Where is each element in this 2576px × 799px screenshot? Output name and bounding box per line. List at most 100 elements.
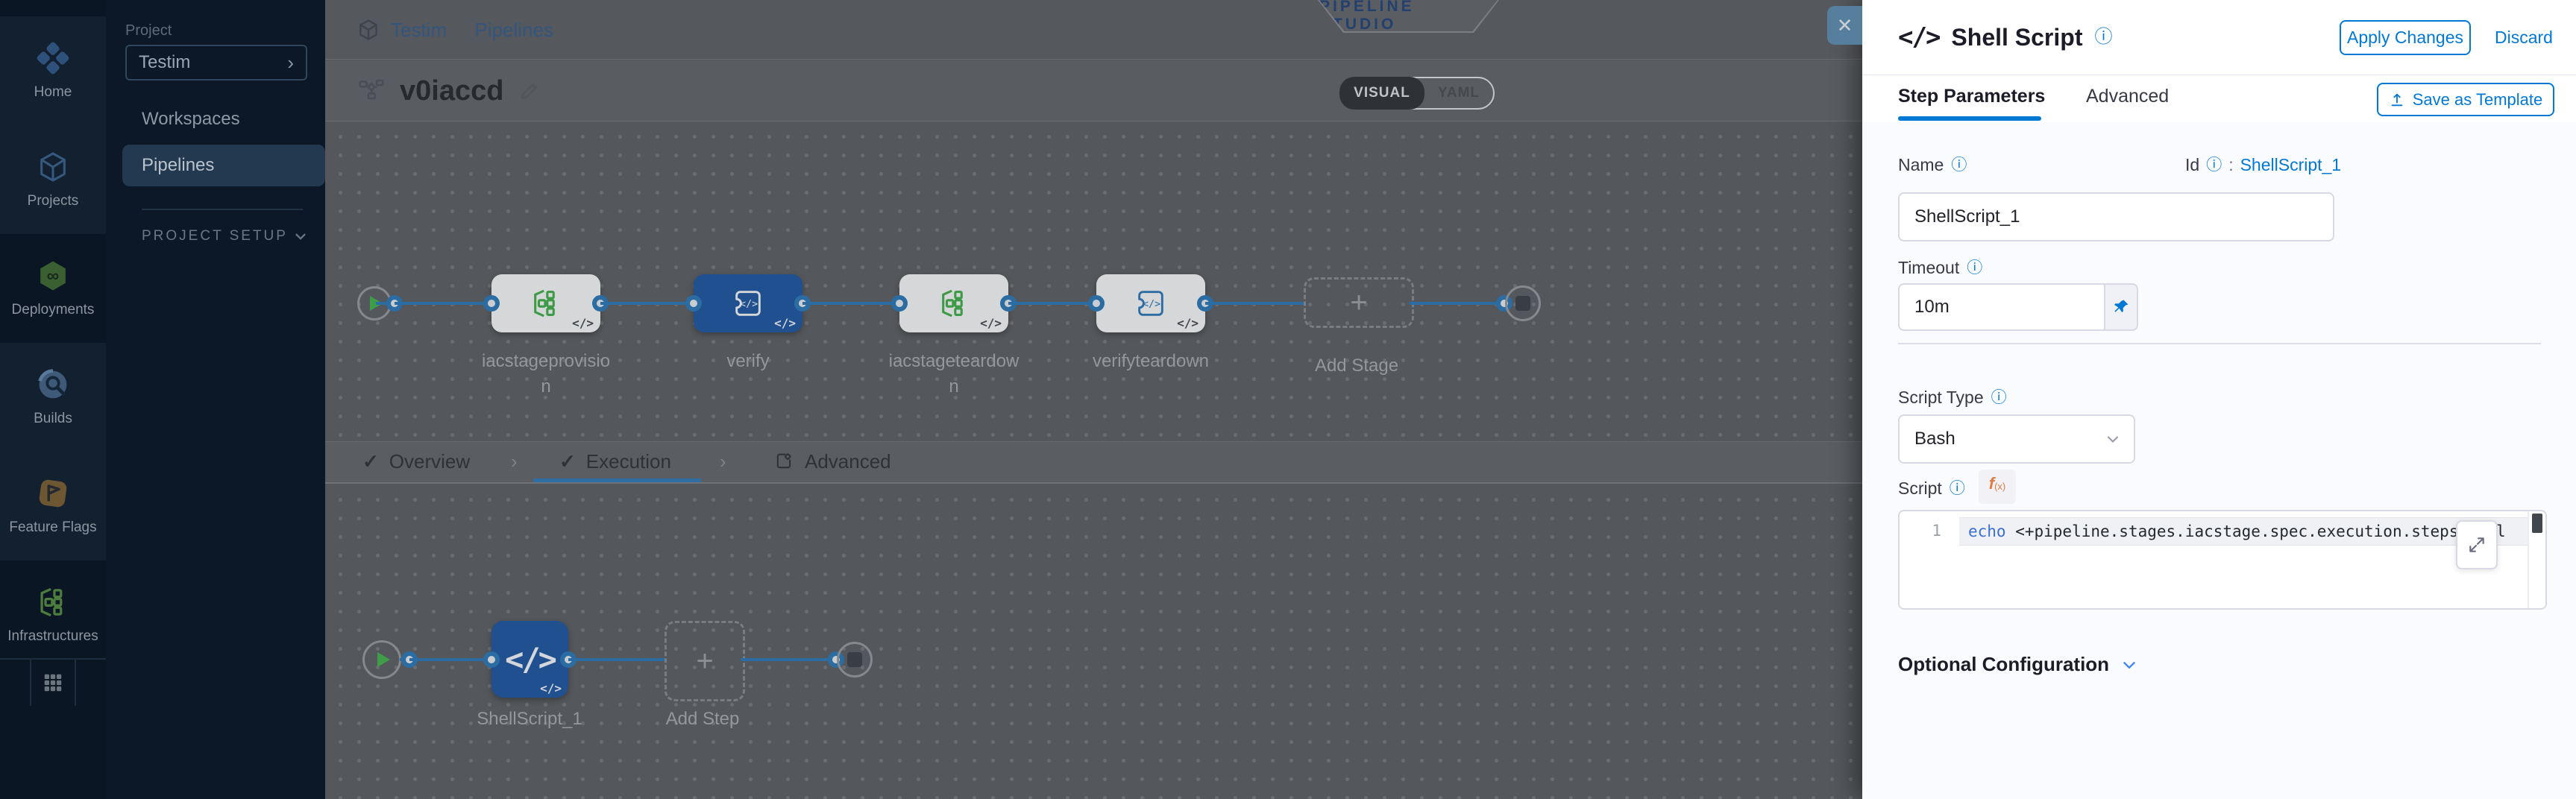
expand-editor-button[interactable] (2456, 520, 2498, 569)
tab-execution[interactable]: ✓ Execution (559, 449, 671, 473)
stage-card-iacstageteardown[interactable]: </> (899, 274, 1008, 332)
infrastructure-stage-icon (534, 289, 555, 318)
active-tab-underline (533, 479, 701, 482)
sidebar-item-pipelines[interactable]: Pipelines (122, 145, 325, 186)
apps-grid-icon[interactable] (42, 672, 64, 694)
info-icon: ⓘ (1949, 480, 1965, 497)
stage-card-verifyteardown[interactable]: </> </> (1096, 274, 1205, 332)
sidebar-item-deployments[interactable]: ∞ Deployments (0, 234, 106, 343)
upload-icon (2391, 93, 2403, 106)
sidebar-item-infrastructures[interactable]: Infrastructures (0, 560, 106, 669)
builds-icon (36, 367, 70, 402)
current-line-highlight (1959, 517, 2528, 546)
optional-configuration-toggle[interactable]: Optional Configuration (1898, 653, 2139, 676)
chevron-right-icon: › (720, 449, 726, 473)
apply-changes-button[interactable]: Apply Changes (2340, 20, 2471, 55)
sidebar-divider (142, 209, 303, 210)
project-selector[interactable]: Testim › (125, 45, 307, 80)
infrastructures-icon (36, 585, 70, 619)
toggle-visual[interactable]: VISUAL (1339, 77, 1424, 110)
stage-card-iacstageprovision[interactable]: </> (491, 274, 600, 332)
sidebar-item-builds[interactable]: Builds (0, 343, 106, 452)
breadcrumb-org[interactable]: Testim (391, 18, 447, 41)
toggle-yaml[interactable]: YAML (1437, 85, 1480, 101)
pipeline-graph-icon (359, 79, 384, 100)
left-nav: Home Projects ∞ Deployments (0, 0, 106, 799)
plus-icon: + (696, 645, 714, 678)
project-selector-value: Testim (139, 52, 191, 72)
fixed-value-pin-button[interactable] (2105, 283, 2138, 331)
expression-fx-button[interactable]: f(x) (1979, 470, 2016, 504)
code-icon: </> (1898, 22, 1941, 52)
edit-pencil-icon[interactable] (518, 80, 541, 102)
stage-tab-bar: ✓ Overview › ✓ Execution › Advanced (325, 441, 1862, 484)
cube-icon (359, 19, 377, 40)
sidebar-item-projects[interactable]: Projects (0, 125, 106, 234)
plus-icon: + (1350, 286, 1368, 319)
close-icon: ✕ (1836, 13, 1853, 37)
stage-label: iacstageteardown (888, 351, 1020, 397)
line-number: 1 (1932, 522, 1941, 540)
feature-flags-icon (36, 476, 70, 511)
tab-overview[interactable]: ✓ Overview (362, 449, 471, 473)
tab-advanced-panel[interactable]: Advanced (2086, 85, 2170, 107)
execution-canvas: </> </> + ShellScript_1 Add Step (325, 484, 1862, 799)
sidebar-item-label: Feature Flags (9, 519, 97, 535)
code-badge-icon: </> (980, 316, 1002, 330)
drawer-tabs: Step Parameters Advanced Save as Templat… (1862, 75, 2576, 122)
close-drawer-button[interactable]: ✕ (1827, 6, 1862, 45)
infrastructure-stage-icon (942, 289, 963, 318)
chevron-right-icon: › (511, 449, 518, 473)
chevron-right-icon: › (563, 18, 571, 41)
code-keyword: echo (1968, 522, 2006, 540)
script-type-label: Script Type ⓘ (1898, 388, 2007, 407)
sidebar-item-label: Home (34, 84, 72, 100)
shell-script-icon: </> (505, 641, 557, 678)
check-icon: ✓ (362, 449, 379, 473)
stage-label: verify (726, 351, 770, 371)
chevron-down-icon (2107, 436, 2119, 443)
svg-text:∞: ∞ (47, 265, 59, 285)
project-setup-section[interactable]: PROJECT SETUP (142, 228, 309, 244)
drawer-header: </> Shell Script ⓘ Apply Changes Discard (1862, 0, 2576, 75)
discard-button[interactable]: Discard (2495, 28, 2553, 47)
script-code-editor[interactable]: 1 echo <+pipeline.stages.iacstage.spec.e… (1898, 510, 2547, 610)
add-step-button[interactable]: + (665, 621, 745, 701)
sidebar-item-label: Infrastructures (7, 628, 98, 644)
sidebar-item-workspaces[interactable]: Workspaces (142, 109, 240, 129)
sidebar-item-label: Deployments (11, 302, 95, 318)
check-icon: ✓ (559, 449, 576, 473)
info-icon: ⓘ (1967, 259, 1983, 277)
code-badge-icon: </> (572, 316, 594, 330)
expand-icon (2469, 537, 2484, 552)
stage-card-verify[interactable]: </> </> (694, 274, 802, 332)
step-card-shellscript[interactable]: </> </> (491, 621, 568, 698)
id-row: Id ⓘ : ShellScript_1 (2185, 155, 2341, 175)
project-setup-label: PROJECT SETUP (142, 228, 288, 244)
tab-step-parameters[interactable]: Step Parameters (1898, 85, 2046, 107)
add-stage-label: Add Stage (1314, 356, 1399, 376)
add-stage-button[interactable]: + (1304, 277, 1414, 328)
id-separator: : (2228, 155, 2234, 174)
timeout-input[interactable]: 10m (1898, 283, 2105, 331)
code-line: echo <+pipeline.stages.iacstage.spec.exe… (1968, 522, 2506, 540)
visual-yaml-toggle: VISUAL YAML (1339, 77, 1495, 110)
save-as-template-button[interactable]: Save as Template (2377, 83, 2554, 116)
breadcrumb-pipelines[interactable]: Pipelines (474, 18, 553, 41)
name-input[interactable]: ShellScript_1 (1898, 192, 2334, 241)
script-type-select[interactable]: Bash (1898, 414, 2135, 464)
drawer-body: Name ⓘ Id ⓘ : ShellScript_1 ShellScript_… (1862, 122, 2576, 799)
active-tab-underline (1898, 116, 2041, 121)
tab-advanced[interactable]: Advanced (773, 442, 891, 481)
sidebar-item-home[interactable]: Home (0, 16, 106, 125)
info-icon: ⓘ (2094, 27, 2113, 47)
id-label: Id (2185, 155, 2200, 174)
editor-scrollbar-thumb[interactable] (2532, 514, 2542, 533)
sidebar-item-feature-flags[interactable]: Feature Flags (0, 452, 106, 560)
sidebar-item-label: Projects (27, 193, 79, 209)
pipeline-name: v0iaccd (400, 75, 504, 107)
code-badge-icon: </> (1177, 316, 1199, 330)
sidebar-item-label: Builds (34, 411, 72, 426)
id-value[interactable]: ShellScript_1 (2240, 155, 2342, 174)
